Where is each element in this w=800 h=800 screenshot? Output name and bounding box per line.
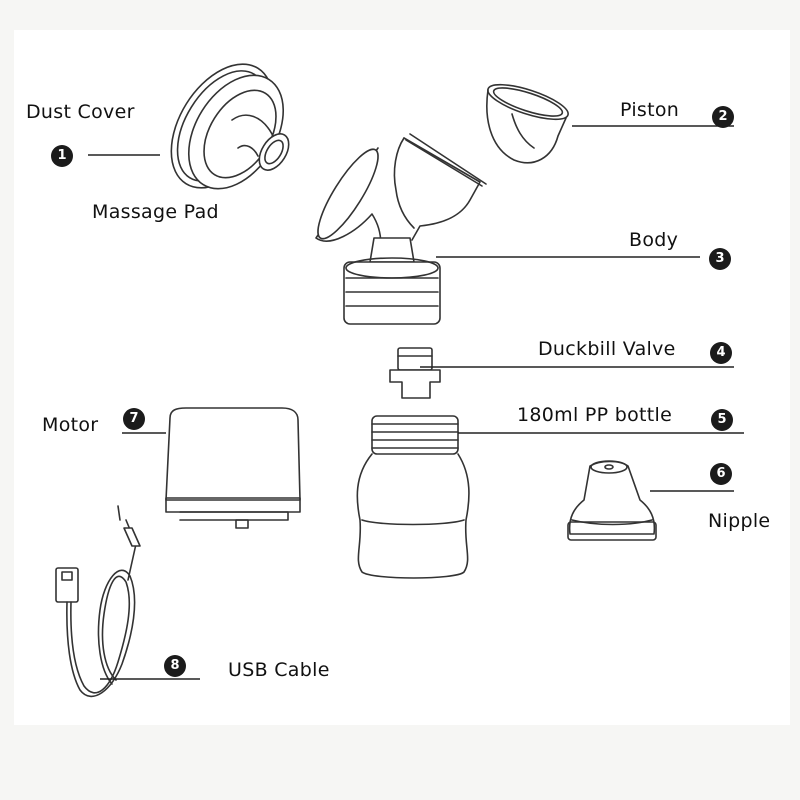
label-nipple: Nipple — [708, 510, 771, 532]
badge-1: 1 — [51, 145, 73, 167]
badge-7: 7 — [123, 408, 145, 430]
piston-drawing — [486, 83, 569, 164]
bottle-drawing — [356, 415, 470, 579]
nipple-drawing — [567, 460, 657, 541]
label-motor: Motor — [42, 414, 99, 436]
massage-pad-drawing — [187, 74, 290, 190]
label-body: Body — [629, 229, 679, 251]
label-usb-cable: USB Cable — [228, 659, 330, 681]
badge-8: 8 — [164, 655, 186, 677]
badge-2: 2 — [712, 106, 734, 128]
label-bottle: 180ml PP bottle — [517, 404, 673, 426]
badge-3: 3 — [709, 248, 731, 270]
leader-lines — [88, 125, 744, 680]
body-drawing — [315, 133, 487, 325]
label-piston: Piston — [620, 99, 680, 121]
badge-4: 4 — [710, 342, 732, 364]
label-dust-cover: Dust Cover — [26, 101, 135, 123]
badge-5: 5 — [711, 409, 733, 431]
duckbill-valve-drawing — [389, 347, 441, 399]
badge-6: 6 — [710, 463, 732, 485]
label-duckbill-valve: Duckbill Valve — [538, 338, 676, 360]
motor-drawing — [165, 407, 301, 529]
label-massage-pad: Massage Pad — [92, 201, 219, 223]
usb-cable-drawing — [55, 505, 141, 697]
